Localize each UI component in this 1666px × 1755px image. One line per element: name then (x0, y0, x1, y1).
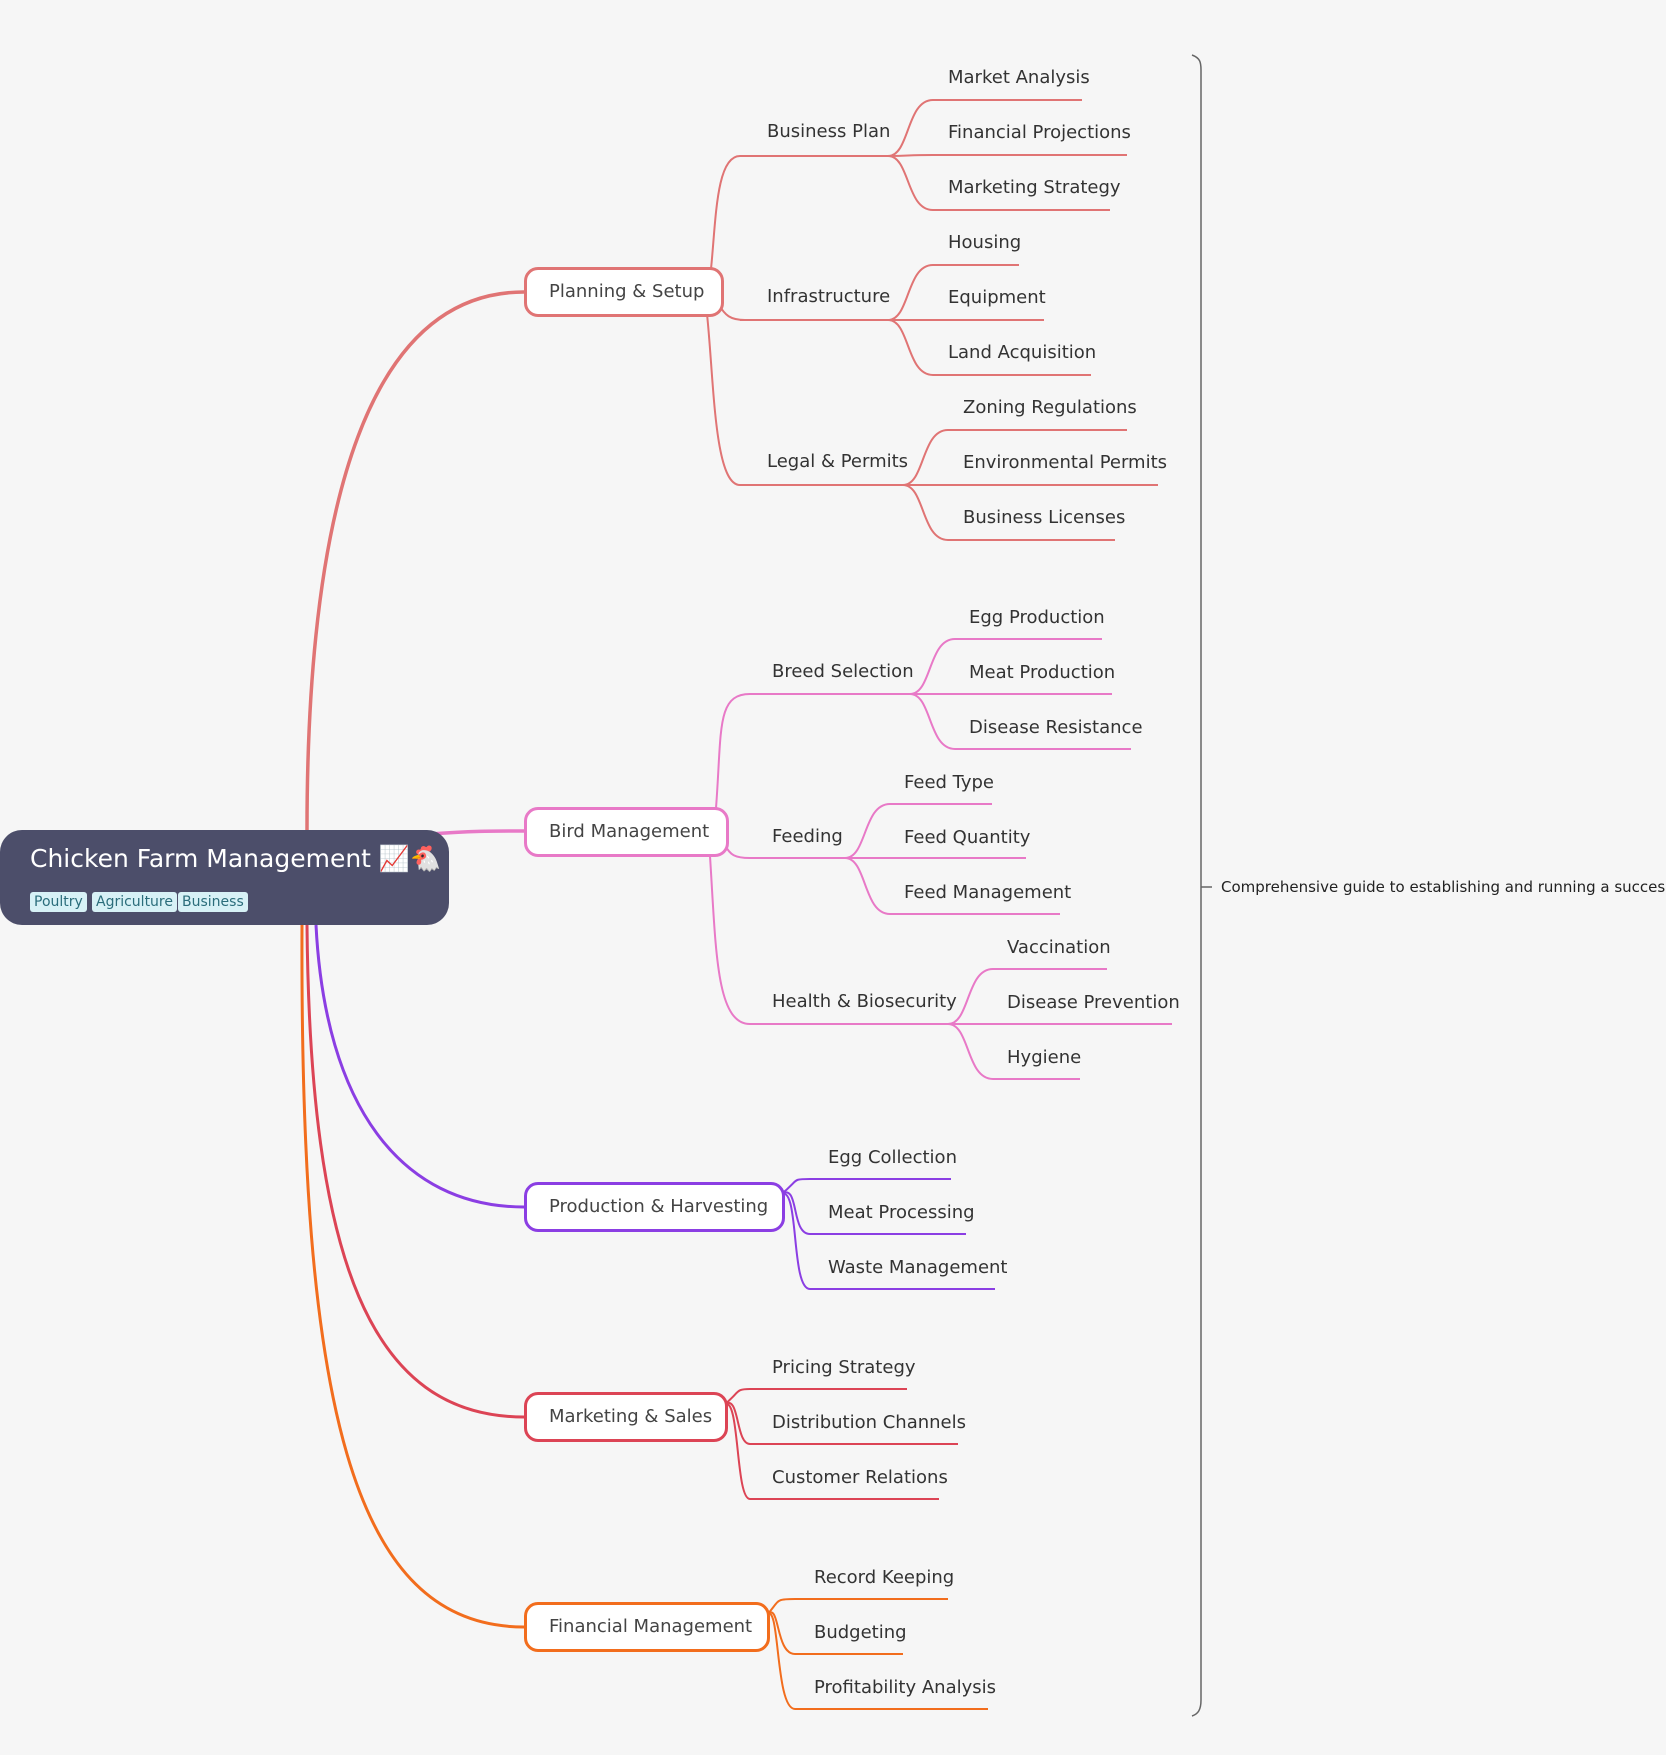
topic-feeding[interactable]: Feeding (772, 826, 843, 847)
link-planning-leaf-1-2 (887, 319, 1091, 376)
topic-hygiene[interactable]: Hygiene (1007, 1047, 1082, 1068)
branch-planning-setup[interactable]: Planning & Setup (524, 267, 724, 317)
topic-legal-permits[interactable]: Legal & Permits (767, 451, 909, 472)
topic-breed-selection[interactable]: Breed Selection (772, 661, 914, 682)
topic-business-plan[interactable]: Business Plan (767, 121, 891, 142)
topic-environmental-permits[interactable]: Environmental Permits (963, 452, 1168, 473)
topic-zoning-regulations[interactable]: Zoning Regulations (963, 397, 1137, 418)
topic-feed-type[interactable]: Feed Type (904, 772, 995, 793)
link-marketing-leaf-0 (723, 1388, 907, 1406)
branch-bird-management[interactable]: Bird Management (524, 807, 729, 857)
link-bird-leaf-1-0 (844, 803, 992, 859)
topic-waste-management[interactable]: Waste Management (828, 1257, 1008, 1278)
link-bird-leaf-0-0 (909, 638, 1102, 695)
link-planning-leaf-2-0 (902, 429, 1127, 486)
link-planning-leaf-1-0 (887, 264, 1019, 321)
link-root-marketing (305, 924, 525, 1419)
link-root-production (314, 924, 525, 1209)
link-planning-leaf-2-2 (902, 484, 1115, 541)
topic-market-analysis[interactable]: Market Analysis (948, 67, 1090, 88)
branch-marketing-sales[interactable]: Marketing & Sales (524, 1392, 728, 1442)
link-root-financial (300, 924, 525, 1629)
link-marketing-leaf-1 (723, 1401, 958, 1445)
topic-marketing-strategy[interactable]: Marketing Strategy (948, 177, 1121, 198)
link-planning-leaf-0-0 (887, 99, 1082, 157)
summary-note: Comprehensive guide to establishing and … (1221, 878, 1666, 896)
topic-land-acquisition[interactable]: Land Acquisition (948, 342, 1097, 363)
link-production-leaf-0 (779, 1178, 951, 1196)
link-planning-businessplan (710, 155, 741, 270)
topic-infrastructure[interactable]: Infrastructure (767, 286, 891, 307)
link-production-leaf-1 (779, 1191, 966, 1235)
topic-customer-relations[interactable]: Customer Relations (772, 1467, 948, 1488)
branch-financial-management[interactable]: Financial Management (524, 1602, 770, 1652)
topic-business-licenses[interactable]: Business Licenses (963, 507, 1126, 528)
topic-vaccination[interactable]: Vaccination (1007, 937, 1111, 958)
topic-meat-processing[interactable]: Meat Processing (828, 1202, 975, 1223)
topic-pricing-strategy[interactable]: Pricing Strategy (772, 1357, 916, 1378)
topic-feed-quantity[interactable]: Feed Quantity (904, 827, 1031, 848)
link-bird-leaf-2-0 (947, 968, 1107, 1025)
link-marketing-leaf-2 (723, 1403, 939, 1500)
link-financial-leaf-0 (766, 1598, 948, 1616)
link-production-leaf-2 (779, 1192, 995, 1290)
root-node[interactable]: Chicken Farm Management 📈🐔 Poultry Agric… (0, 830, 449, 925)
topic-disease-prevention[interactable]: Disease Prevention (1007, 992, 1180, 1013)
tag-agriculture[interactable]: Agriculture (92, 892, 177, 912)
topic-feed-management[interactable]: Feed Management (904, 882, 1072, 903)
topic-egg-collection[interactable]: Egg Collection (828, 1147, 957, 1168)
topic-disease-resistance[interactable]: Disease Resistance (969, 717, 1143, 738)
link-bird-leaf-2-2 (947, 1023, 1080, 1080)
topic-distribution-channels[interactable]: Distribution Channels (772, 1412, 967, 1433)
root-title: Chicken Farm Management 📈🐔 (30, 844, 442, 873)
link-financial-leaf-2 (766, 1612, 988, 1710)
topic-record-keeping[interactable]: Record Keeping (814, 1567, 955, 1588)
link-bird-leaf-0-2 (909, 693, 1131, 750)
topic-budgeting[interactable]: Budgeting (814, 1622, 907, 1643)
link-planning-legal (706, 313, 741, 486)
topic-meat-production[interactable]: Meat Production (969, 662, 1116, 683)
link-root-bird (429, 829, 525, 836)
summary-bracket (1191, 54, 1202, 1717)
branch-production-harvesting[interactable]: Production & Harvesting (524, 1182, 785, 1232)
topic-housing[interactable]: Housing (948, 232, 1022, 253)
link-financial-leaf-1 (766, 1611, 903, 1655)
topic-equipment[interactable]: Equipment (948, 287, 1046, 308)
link-bird-breed (715, 693, 751, 809)
link-root-planning (305, 290, 525, 831)
tag-business[interactable]: Business (178, 892, 248, 912)
link-planning-leaf-0-2 (887, 155, 1110, 211)
topic-health-biosecurity[interactable]: Health & Biosecurity (772, 991, 957, 1012)
link-bird-feeding (724, 844, 751, 859)
topic-egg-production[interactable]: Egg Production (969, 607, 1105, 628)
link-bird-health (709, 855, 751, 1025)
topic-profitability-analysis[interactable]: Profitability Analysis (814, 1677, 997, 1698)
topic-financial-projections[interactable]: Financial Projections (948, 122, 1131, 143)
tag-poultry[interactable]: Poultry (30, 892, 87, 912)
link-bird-leaf-1-2 (844, 857, 1060, 915)
link-planning-leaf-0-1 (887, 154, 1127, 157)
